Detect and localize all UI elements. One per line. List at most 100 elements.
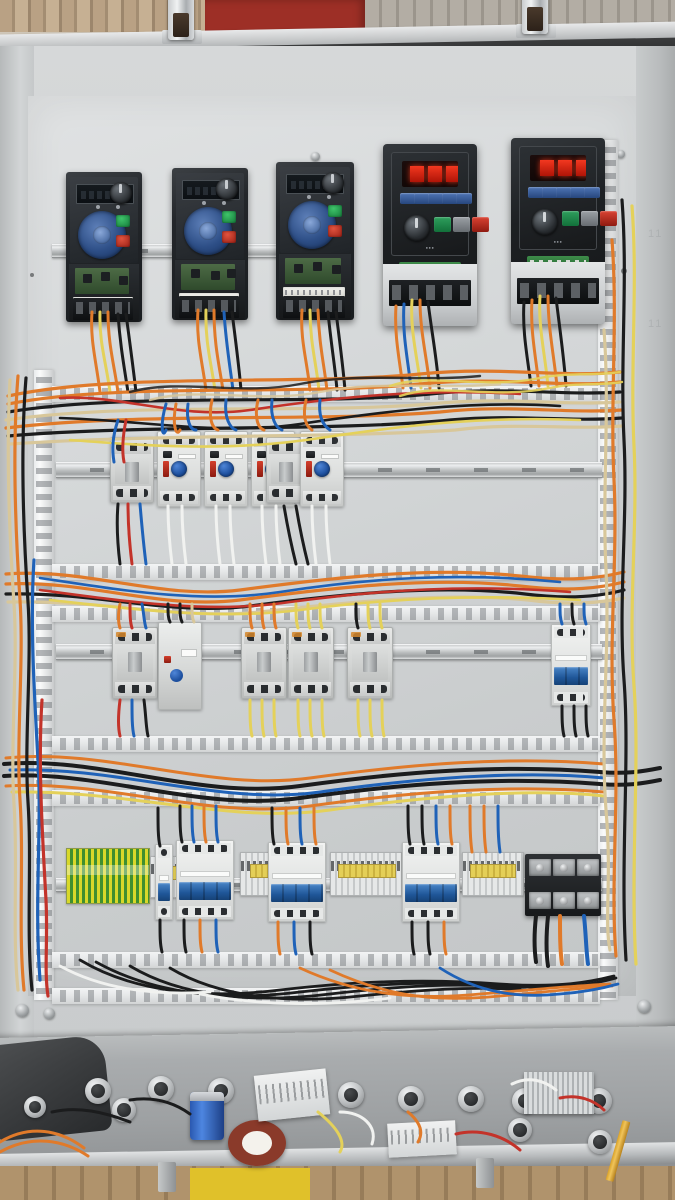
contactor-a[interactable] [110,437,154,503]
vfd-2-speed-knob[interactable] [216,178,238,200]
mpcb-2[interactable] [204,431,248,507]
cable-gland-7[interactable] [458,1086,484,1112]
vfd-5-fkey-3[interactable] [556,187,572,198]
latch-right[interactable] [522,0,548,34]
terminal-strip-2[interactable] [387,1120,457,1158]
mpcb-4[interactable] [300,431,344,507]
vfd-4-keypad[interactable]: ●●● [391,152,489,256]
vfd-5-fkey-5[interactable] [584,187,600,198]
contactor-3[interactable] [288,627,334,699]
vfd-1-speed-knob[interactable] [110,182,132,204]
terminal-strip-1[interactable] [253,1068,331,1122]
mcb-4-toggle[interactable] [405,883,457,902]
vfd-5-fkey-4[interactable] [570,187,586,198]
cable-gland-3[interactable] [148,1076,174,1102]
vfd-3-control-terminals[interactable] [283,287,345,298]
mcb-main-3p[interactable] [551,624,591,706]
pe-terminal-block[interactable] [66,848,150,904]
vfd-5-function-key-row[interactable] [528,187,600,201]
vfd-4-power-terminals[interactable] [389,280,471,306]
mpcb-4-trip-button[interactable] [306,461,312,477]
mcb-main-3p-toggle[interactable] [554,666,588,685]
vfd-4-function-key-row[interactable] [400,193,472,207]
main-power-terminal-l2-bottom[interactable] [553,892,575,909]
vfd-5-stop-button[interactable] [600,211,617,226]
vfd-1[interactable] [66,172,142,322]
mcb-1-toggle[interactable] [158,883,170,902]
vfd-4-fkey-1[interactable] [400,193,416,204]
overload-relay-1-setting-dial[interactable] [170,669,183,683]
vfd-4-fkey-4[interactable] [442,193,458,204]
overload-relay-1-reset-button[interactable] [164,655,171,663]
power-supply[interactable] [524,1072,594,1114]
vfd-4-fkey-2[interactable] [414,193,430,204]
mpcb-1-reset-button[interactable] [163,451,172,458]
main-power-terminal-l2-top[interactable] [553,859,575,876]
cable-gland-11[interactable] [24,1096,46,1118]
vfd-5-power-terminals[interactable] [517,278,599,304]
vfd-4-run-button[interactable] [434,217,451,232]
mpcb-1-current-dial[interactable] [171,461,187,477]
vfd-5-keypad[interactable]: ●●● [519,146,617,250]
vfd-1-run-button[interactable] [116,215,130,227]
mpcb-4-current-dial[interactable] [314,461,330,477]
mpcb-2-trip-button[interactable] [210,461,216,477]
vfd-3-power-terminals[interactable] [283,296,345,318]
floor-yellow-marking [190,1168,310,1200]
vfd-3-speed-knob[interactable] [322,172,344,194]
vfd-4-stop-button[interactable] [472,217,489,232]
main-power-terminal[interactable] [525,854,601,916]
capacitor[interactable] [190,1092,224,1140]
vfd-5-run-button[interactable] [562,211,579,226]
vfd-2-run-button[interactable] [222,211,236,223]
cable-gland-10[interactable] [508,1118,532,1142]
insulation-tape[interactable] [228,1120,286,1166]
vfd-4[interactable]: ●●● [383,144,489,326]
vfd-5-jog-button[interactable] [581,211,598,226]
mcb-3[interactable] [268,842,326,922]
mpcb-1[interactable] [157,431,201,507]
main-power-terminal-l1-top[interactable] [529,859,551,876]
mcb-2[interactable] [176,840,234,920]
mpcb-2-current-dial[interactable] [218,461,234,477]
mpcb-2-reset-button[interactable] [210,451,219,458]
mpcb-3-reset-button[interactable] [257,451,266,458]
mcb-2-toggle[interactable] [179,881,231,900]
cable-gland-6[interactable] [398,1086,424,1112]
vfd-2[interactable] [172,168,248,320]
vfd-5[interactable]: ●●● [511,138,617,324]
vfd-5-fkey-1[interactable] [528,187,544,198]
mcb-1[interactable] [155,844,173,920]
vfd-5-fkey-2[interactable] [542,187,558,198]
vfd-4-frequency-knob[interactable] [404,215,430,241]
mcb-3-toggle[interactable] [271,883,323,902]
mpcb-1-trip-button[interactable] [163,461,169,477]
cable-gland-5[interactable] [338,1082,364,1108]
contactor-4[interactable] [347,627,393,699]
vfd-3-stop-button[interactable] [328,225,342,237]
contactor-2[interactable] [241,627,287,699]
cable-gland-2[interactable] [112,1098,136,1122]
main-power-terminal-l1-bottom[interactable] [529,892,551,909]
main-power-terminal-l3-bottom[interactable] [577,892,599,909]
vfd-4-jog-button[interactable] [453,217,470,232]
vfd-1-stop-button[interactable] [116,235,130,247]
vfd-2-power-terminals[interactable] [179,296,239,318]
mpcb-3-trip-button[interactable] [257,461,263,477]
mpcb-4-reset-button[interactable] [306,451,315,458]
contactor-1[interactable] [112,627,158,699]
latch-left[interactable] [168,0,194,40]
main-power-terminal-l3-top[interactable] [577,859,599,876]
vfd-2-stop-button[interactable] [222,231,236,243]
cable-gland-12[interactable] [588,1130,612,1154]
overload-relay-1[interactable] [158,622,202,710]
vfd-3[interactable] [276,162,354,320]
overload-relay-1-window [181,648,197,657]
vfd-1-power-terminals[interactable] [73,298,133,320]
vfd-3-run-button[interactable] [328,205,342,217]
mcb-4[interactable] [402,842,460,922]
vfd-4-fkey-5[interactable] [456,193,472,204]
vfd-4-fkey-3[interactable] [428,193,444,204]
vfd-5-frequency-knob[interactable] [532,209,558,235]
cable-gland-1[interactable] [85,1078,111,1104]
